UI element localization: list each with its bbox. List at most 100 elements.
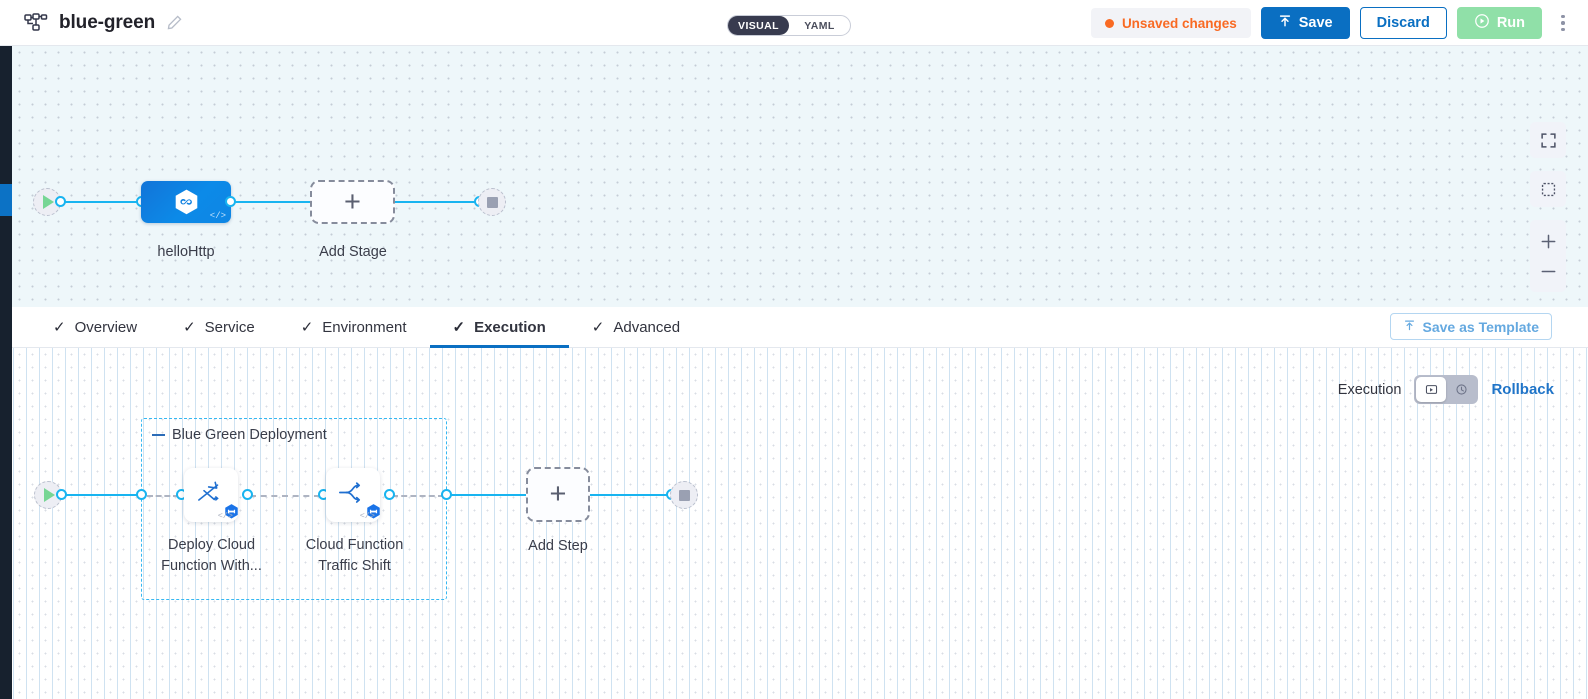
google-cloud-badge — [365, 503, 382, 520]
upload-arrow-icon — [1403, 319, 1416, 335]
check-icon: ✓ — [452, 319, 466, 336]
zoom-out-button[interactable] — [1530, 256, 1566, 286]
port-group-out[interactable] — [441, 489, 452, 500]
execution-mode-controls: Execution Rollback — [1338, 375, 1554, 404]
stage-node-hellohttp[interactable]: </> — [141, 181, 231, 223]
header-left-group: blue-green — [0, 12, 183, 34]
check-icon: ✓ — [300, 319, 314, 336]
add-stage-button[interactable]: + — [310, 180, 395, 224]
wire-group-to-addstep — [447, 494, 526, 496]
step-label-deploy-cloud-function: Deploy Cloud Function With... — [161, 537, 262, 575]
execution-rollback-toggle[interactable] — [1414, 375, 1479, 404]
tab-overview[interactable]: ✓ Overview — [30, 307, 160, 348]
save-as-template-label: Save as Template — [1422, 318, 1539, 335]
wire-stage-to-addstage — [225, 201, 315, 203]
add-step-label: Add Step — [528, 538, 588, 554]
execution-end-node[interactable] — [670, 481, 698, 509]
tab-execution-label: Execution — [474, 319, 546, 336]
toggle-rollback-option[interactable] — [1446, 377, 1476, 402]
deploy-cloud-function-icon — [195, 479, 227, 512]
stage-graph: </> helloHttp + Add Stage — [0, 46, 1588, 307]
tab-visual[interactable]: VISUAL — [728, 16, 789, 35]
toggle-execution-option[interactable] — [1416, 377, 1447, 402]
step-node-deploy-cloud-function[interactable]: </> — [184, 468, 238, 522]
app-header: blue-green VISUAL YAML Unsaved changes — [0, 0, 1588, 46]
execution-canvas[interactable]: Execution Rollback — [0, 348, 1588, 699]
traffic-split-icon — [337, 479, 369, 511]
kebab-menu-icon[interactable] — [1552, 7, 1574, 39]
left-nav-rail — [0, 46, 12, 699]
add-stage-label: Add Stage — [319, 244, 387, 260]
collapse-bar-icon[interactable] — [152, 433, 165, 437]
tab-yaml[interactable]: YAML — [804, 19, 835, 32]
port-group-in[interactable] — [136, 489, 147, 500]
port-stage-out[interactable] — [225, 196, 236, 207]
stop-end-icon — [678, 489, 690, 501]
left-nav-rail-active-indicator — [0, 184, 12, 216]
play-circle-icon — [1474, 13, 1490, 33]
pencil-edit-icon[interactable] — [166, 14, 183, 31]
run-button-label: Run — [1496, 15, 1525, 31]
rollback-link[interactable]: Rollback — [1491, 381, 1554, 398]
step-group-blue-green-deployment[interactable] — [141, 418, 447, 600]
harness-hexagon-infinity-icon — [173, 188, 200, 217]
tab-service[interactable]: ✓ Service — [160, 307, 278, 348]
check-icon: ✓ — [591, 319, 605, 336]
wire-start-to-stage — [56, 201, 148, 203]
pipeline-end-node[interactable] — [478, 188, 506, 216]
step-node-cloud-function-traffic-shift[interactable]: </> — [326, 468, 380, 522]
select-area-button[interactable] — [1530, 171, 1566, 207]
wire-start-to-group — [57, 494, 141, 496]
view-mode-toggle[interactable]: VISUAL YAML — [727, 15, 851, 36]
config-tabs-bar: ✓ Overview ✓ Service ✓ Environment ✓ Exe… — [0, 307, 1588, 348]
add-step-button[interactable]: + — [526, 467, 590, 522]
google-cloud-badge — [223, 503, 240, 520]
save-as-template-button[interactable]: Save as Template — [1389, 313, 1552, 340]
port-step1-out[interactable] — [242, 489, 253, 500]
port-exec-start-out[interactable] — [56, 489, 67, 500]
port-start-out[interactable] — [55, 196, 66, 207]
play-start-icon — [44, 488, 55, 502]
header-actions: Unsaved changes Save Discard — [1090, 0, 1574, 46]
unsaved-changes-badge: Unsaved changes — [1090, 8, 1251, 38]
execution-graph: Blue Green Deployment — [0, 348, 1588, 699]
zoom-in-button[interactable] — [1530, 226, 1566, 256]
execution-mode-label: Execution — [1337, 381, 1402, 398]
upload-arrow-icon — [1278, 14, 1292, 32]
wire-addstage-to-end — [392, 201, 480, 203]
step-label-cloud-function-traffic-shift: Cloud Function Traffic Shift — [305, 537, 404, 575]
unsaved-changes-label: Unsaved changes — [1121, 15, 1237, 31]
wire-group-in-to-step1 — [147, 495, 179, 497]
pipeline-nodes-icon — [24, 12, 48, 33]
play-start-icon — [43, 195, 54, 209]
unsaved-dot-icon — [1104, 18, 1114, 28]
tab-environment[interactable]: ✓ Environment — [278, 307, 430, 348]
wire-addstep-to-end — [590, 494, 672, 496]
canvas-controls — [1530, 122, 1566, 292]
wire-step1-to-step2 — [250, 495, 320, 497]
tab-advanced[interactable]: ✓ Advanced — [569, 307, 703, 348]
step-group-title-label: Blue Green Deployment — [172, 427, 327, 443]
tab-execution[interactable]: ✓ Execution — [429, 307, 570, 348]
step-group-title: Blue Green Deployment — [152, 427, 327, 443]
run-button[interactable]: Run — [1456, 7, 1542, 39]
zoom-controls-group — [1530, 220, 1566, 292]
save-button[interactable]: Save — [1260, 7, 1350, 39]
discard-button-label: Discard — [1376, 15, 1430, 31]
fit-to-screen-button[interactable] — [1530, 122, 1566, 158]
plus-icon: + — [344, 185, 361, 218]
stage-label-hellohttp: helloHttp — [157, 244, 215, 260]
wire-step2-to-group-out — [392, 495, 444, 497]
tab-advanced-label: Advanced — [613, 319, 681, 336]
stage-canvas[interactable]: </> helloHttp + Add Stage — [0, 46, 1588, 307]
port-step2-out[interactable] — [384, 489, 395, 500]
plus-icon: + — [549, 478, 567, 510]
check-icon: ✓ — [183, 319, 196, 336]
step-code-glyph: </> — [217, 511, 233, 521]
check-icon: ✓ — [53, 319, 66, 336]
stage-code-glyph: </> — [209, 211, 226, 221]
discard-button[interactable]: Discard — [1359, 7, 1447, 39]
tab-environment-label: Environment — [322, 319, 407, 336]
execution-start-node[interactable] — [34, 481, 62, 509]
